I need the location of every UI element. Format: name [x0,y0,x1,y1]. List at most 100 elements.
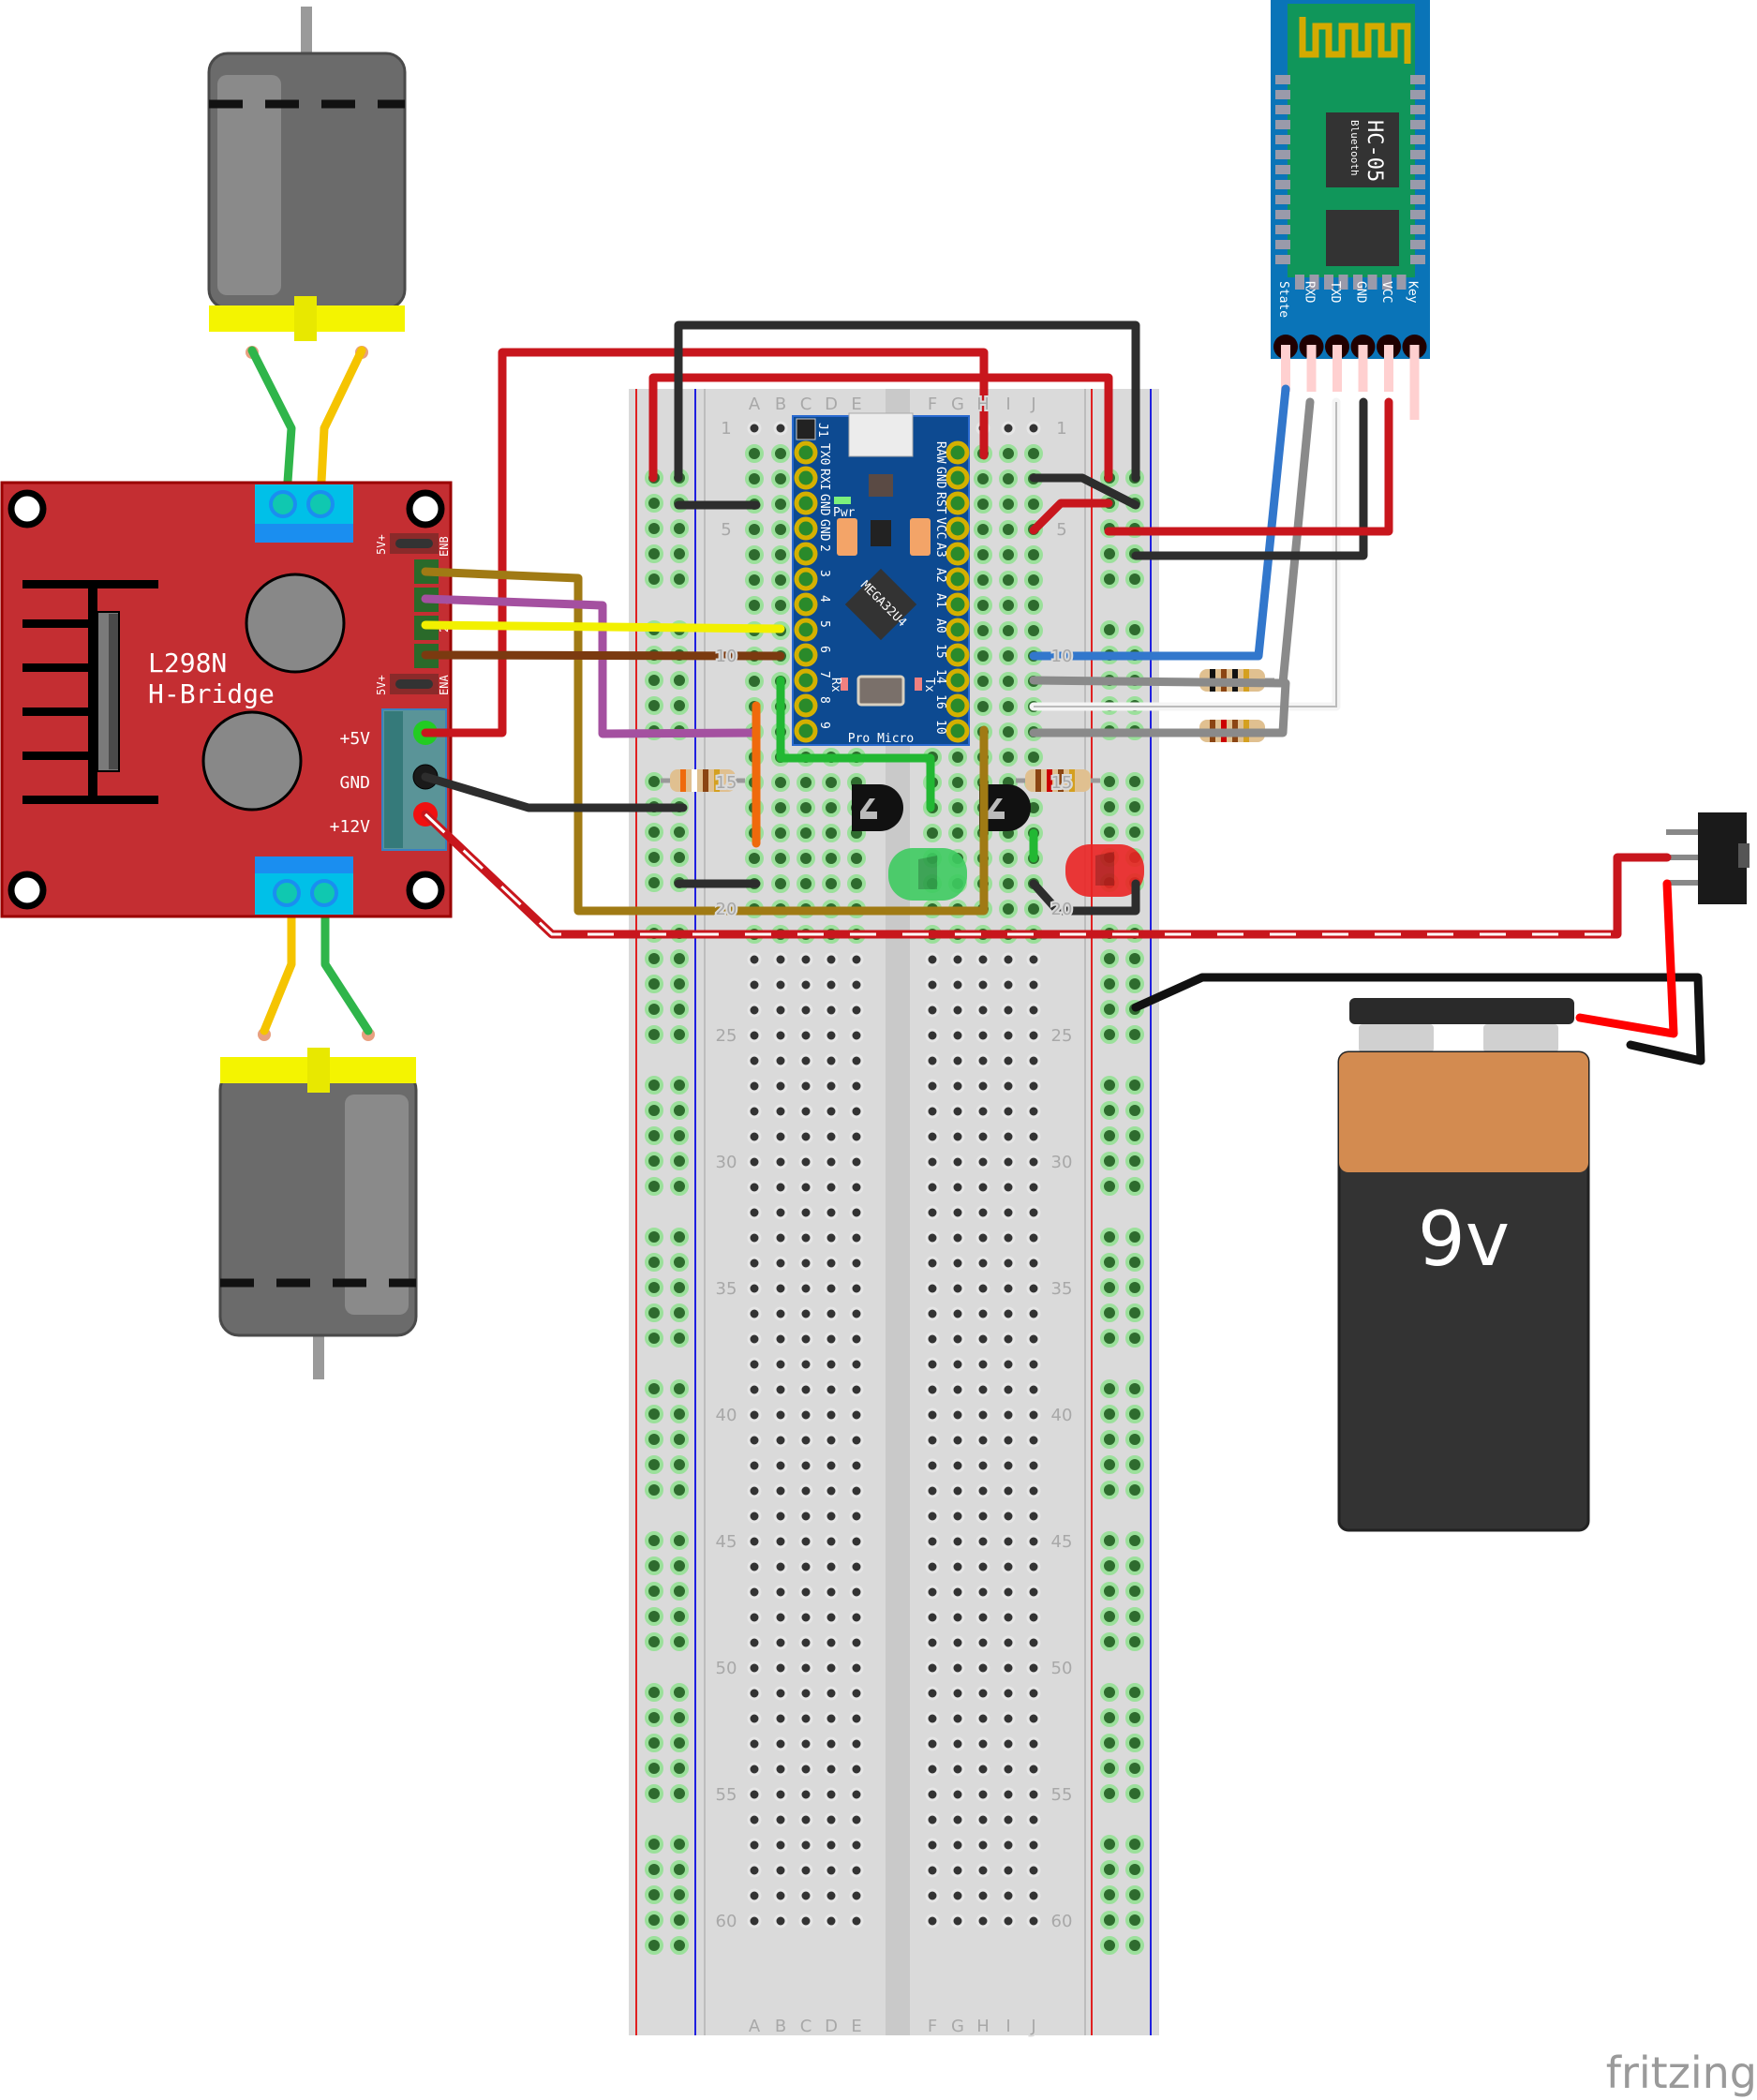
breadboard-hole [950,1838,965,1853]
breadboard-hole [975,1129,990,1144]
usb-connector[interactable] [848,412,914,457]
breadboard-hole [975,1509,990,1524]
rail-hole [645,1708,663,1727]
breadboard-hole [747,1483,762,1498]
breadboard-hole [950,1180,965,1195]
breadboard-hole [974,571,992,589]
wire-motor-top-green[interactable] [247,346,296,486]
hc05-name: HC-05 [1362,120,1386,182]
label-12v: +12V [330,817,371,837]
rail-hole [645,1582,663,1601]
wire-in3[interactable] [421,594,761,738]
wire-battery-positive[interactable] [1575,879,1678,1038]
rail-hole [1125,1379,1144,1398]
l298n-board: L298N H-Bridge +5V GND +12V 5V+ ENB 4 3 … [0,481,453,918]
rail-hole [1100,1556,1119,1575]
wire-hc05-state[interactable] [1029,384,1290,661]
smd-pad [1275,135,1290,144]
breadboard-hole [1001,1787,1016,1802]
breadboard-hole [1001,1559,1016,1574]
breadboard-hole [975,1559,990,1574]
wire-gnd-jumper[interactable] [1029,473,1140,510]
wire-in4[interactable] [421,567,989,916]
breadboard-hole [824,1332,839,1347]
wire-hc05-vcc[interactable] [1104,397,1393,536]
pin-label: A1 [933,593,947,608]
breadboard-hole [798,1458,813,1473]
breadboard-hole [773,1863,788,1878]
wire-divider-gnd[interactable] [1029,678,1290,737]
breadboard-hole [747,1736,762,1751]
pin-label: 15 [933,644,947,659]
breadboard-hole [747,1079,762,1094]
breadboard-hole [950,1661,965,1676]
breadboard-hole [975,1458,990,1473]
breadboard-hole [849,1838,864,1853]
wire-led-gnd[interactable] [1029,879,1140,916]
breadboard-hole [975,1711,990,1726]
wire-5v[interactable] [421,348,989,737]
wire-pin7-transistor[interactable] [776,676,935,812]
rail-hole [670,1885,689,1904]
battery-terminal [1359,1024,1434,1052]
breadboard-hole [1024,621,1043,640]
pin-2 [794,542,818,566]
breadboard-hole [773,1585,788,1600]
breadboard-hole [999,697,1018,716]
rail-hole [645,519,663,538]
breadboard-hole [925,1787,940,1802]
breadboard-hole [925,1559,940,1574]
led-body [1065,844,1144,897]
battery-clip [1349,998,1574,1024]
wire-l298n-gnd[interactable] [421,772,688,812]
rail-hole [645,975,663,993]
breadboard-hole [1026,1762,1041,1777]
breadboard-hole [1001,1433,1016,1448]
wire-in1[interactable] [421,650,785,661]
breadboard-hole [1026,1610,1041,1625]
breadboard-hole [773,1382,788,1397]
wire-motor-top-yellow[interactable] [317,346,366,486]
wire-hc05-gnd[interactable] [1131,397,1368,560]
wire-vcc-rail[interactable] [648,373,1113,483]
switch-knob[interactable] [1738,843,1750,868]
breadboard-hole [747,1357,762,1372]
pin-label: TX0 [817,443,831,465]
slide-switch[interactable] [1666,812,1750,904]
rail-hole [645,1759,663,1778]
breadboard-hole [950,1509,965,1524]
hc05-pin-label: Key [1406,281,1420,304]
row-label: 35 [716,1279,737,1299]
breadboard-hole [824,1407,839,1422]
screw-terminal [273,879,301,907]
breadboard-hole [925,1509,940,1524]
wire-gnd-rail[interactable] [674,320,1140,483]
wire-in2[interactable] [421,620,785,633]
wire-motor-bottom-green[interactable] [320,913,373,1035]
breadboard-hole [798,1053,813,1068]
breadboard-hole [1026,977,1041,992]
breadboard-hole [849,1407,864,1422]
breadboard-hole [1026,1509,1041,1524]
wire-vcc-jumper[interactable] [1029,499,1113,535]
breadboard-hole [747,1281,762,1296]
row-label: 45 [716,1532,737,1552]
breadboard-hole [849,1863,864,1878]
breadboard-hole [822,798,841,817]
breadboard-hole [974,647,992,665]
breadboard-hole [798,1762,813,1777]
row-label: 55 [716,1785,737,1805]
column-label: H [976,395,990,414]
rail-hole [670,1329,689,1348]
breadboard-hole [849,1104,864,1119]
wire-motor-bottom-yellow[interactable] [260,913,296,1035]
breadboard-hole [849,1762,864,1777]
transistor-left [852,784,903,831]
breadboard-hole [925,1736,940,1751]
rail-hole [645,1683,663,1702]
rail-hole [1125,949,1144,968]
breadboard-hole [849,1003,864,1018]
breadboard-hole [824,1129,839,1144]
wire-battery-negative[interactable] [1131,973,1705,1065]
rail-hole [1100,975,1119,993]
